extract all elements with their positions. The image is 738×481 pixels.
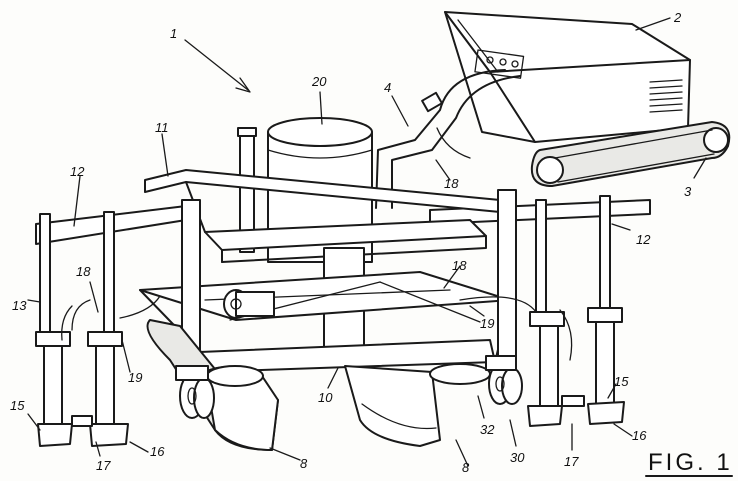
label-1: 1	[170, 26, 177, 41]
power-unit	[444, 11, 691, 143]
crawler-track	[530, 121, 731, 187]
label-17-right: 17	[564, 454, 579, 469]
reference-numerals: 1 2 3 4 8 8 10 11 12 12 13 15 15 16 16 1…	[10, 10, 692, 475]
left-ground-skid	[146, 319, 279, 451]
right-ground-skid	[344, 363, 491, 447]
label-2: 2	[673, 10, 682, 25]
label-10: 10	[318, 390, 333, 405]
label-18-left: 18	[76, 264, 91, 279]
label-15-right: 15	[614, 374, 629, 389]
label-19-right: 19	[480, 316, 494, 331]
label-4: 4	[384, 80, 391, 95]
right-leg-assembly	[459, 195, 625, 427]
supply-hose	[375, 69, 521, 209]
label-12-left: 12	[70, 164, 85, 179]
left-leg-assembly	[35, 211, 161, 447]
label-16-right: 16	[632, 428, 647, 443]
label-13: 13	[12, 298, 27, 313]
leader-lines	[27, 17, 707, 467]
caption-text: FIG. 1	[648, 449, 733, 476]
figure-caption: FIG. 1	[645, 449, 733, 477]
label-17-left: 17	[96, 458, 111, 473]
label-8-left: 8	[300, 456, 308, 471]
label-8-right: 8	[462, 460, 470, 475]
label-15-left: 15	[10, 398, 25, 413]
left-wheel-assembly	[175, 365, 215, 419]
label-19-left: 19	[128, 370, 142, 385]
label-18-right: 18	[452, 258, 467, 273]
label-3: 3	[684, 184, 692, 199]
label-20: 20	[311, 74, 327, 89]
main-frame	[35, 169, 651, 377]
label-12-right: 12	[636, 232, 651, 247]
label-32: 32	[480, 422, 495, 437]
right-wheel-assembly	[485, 355, 523, 405]
label-18-hose: 18	[444, 176, 459, 191]
label-16-left: 16	[150, 444, 165, 459]
rear-uprights	[237, 127, 257, 253]
label-11: 11	[155, 120, 169, 135]
label-30: 30	[510, 450, 525, 465]
